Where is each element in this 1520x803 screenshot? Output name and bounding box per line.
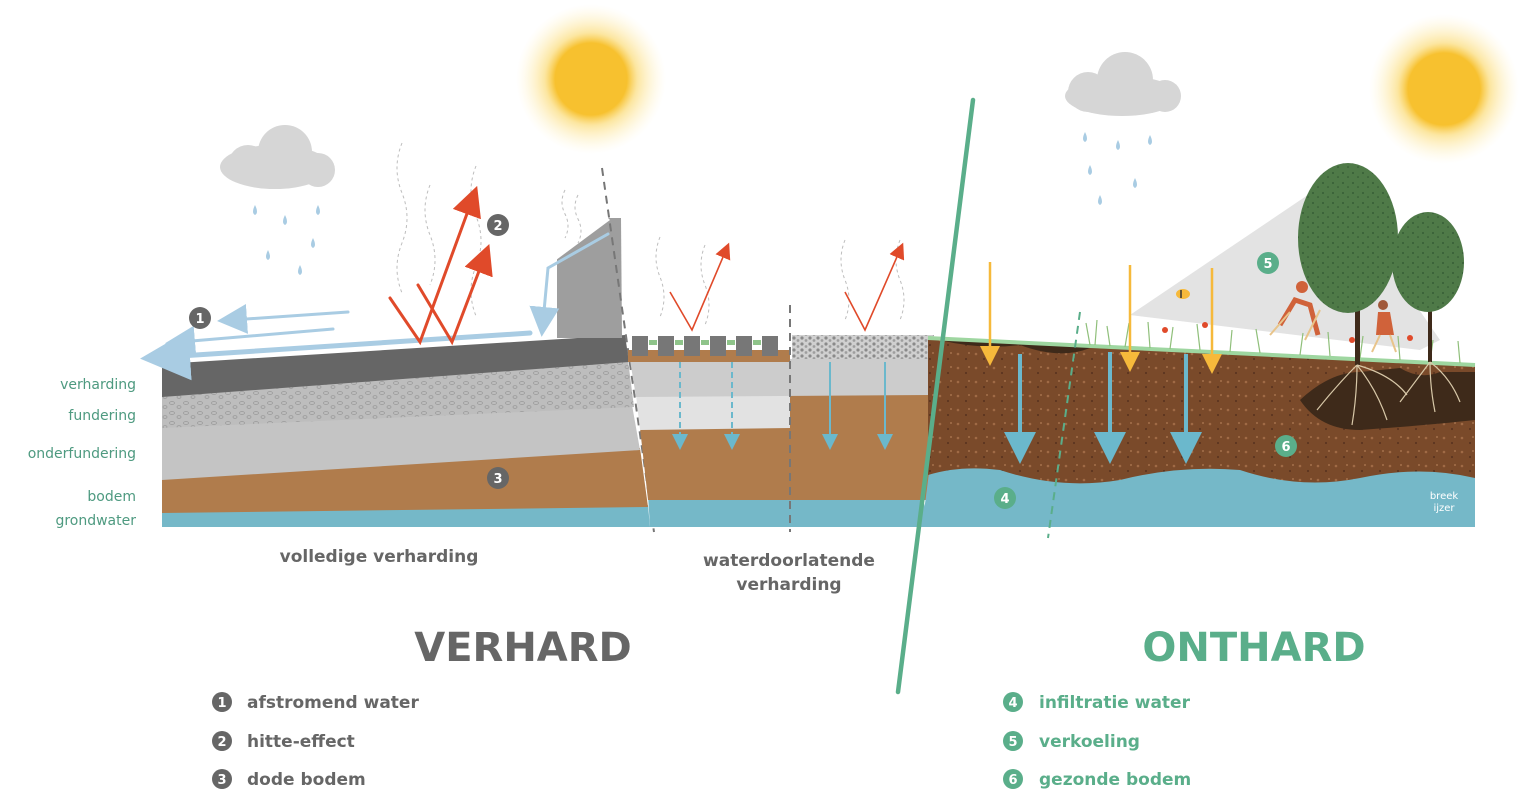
legend-item: 1 afstromend water [212,692,419,713]
layer-label-grondwater: grondwater [55,513,136,529]
rain-drops-right-icon [1083,132,1152,205]
sun-arrows-right [980,262,1222,374]
title-onthard: ONTHARD [1142,625,1365,671]
svg-text:afstromend water: afstromend water [247,693,419,713]
svg-text:3: 3 [217,773,226,788]
caption-permeable-line-2: verharding [736,575,841,595]
svg-text:5: 5 [1008,735,1017,750]
legend-item: 2 hitte-effect [212,731,355,752]
heat-waves-middle [655,236,905,326]
cloud-left-icon [220,125,335,189]
layer-label-verharding: verharding [60,377,136,393]
infiltration-arrows-right [1004,352,1202,464]
brand-line-2: ijzer [1433,503,1455,514]
caption-permeable-line-1: waterdoorlatende [703,551,875,571]
svg-text:infiltratie water: infiltratie water [1039,693,1191,713]
runoff-arrows [140,232,610,381]
person-reclining-icon [1269,281,1321,341]
house-icon [557,218,622,338]
legend-left: 1 afstromend water 2 hitte-effect 3 dode… [212,692,419,790]
infiltration-arrows-middle [672,362,893,450]
legend-item: 6 gezonde bodem [1003,769,1191,790]
svg-text:verkoeling: verkoeling [1039,732,1140,752]
svg-text:hitte-effect: hitte-effect [247,732,355,752]
svg-text:4: 4 [1008,696,1017,711]
bee-icon [1176,289,1190,299]
badge-1: 1 [189,307,211,329]
sun-right-icon [1369,14,1519,164]
verhard-onthard-divider [895,97,976,695]
badge-3: 3 [487,467,509,489]
svg-text:6: 6 [1281,440,1290,455]
badge-5: 5 [1257,252,1279,274]
title-verhard: VERHARD [414,625,632,671]
legend-item: 4 infiltratie water [1003,692,1191,713]
heat-arrows-middle [669,242,905,332]
svg-text:6: 6 [1008,773,1017,788]
svg-text:dode bodem: dode bodem [247,770,366,790]
layer-label-fundering: fundering [68,408,136,424]
legend-item: 5 verkoeling [1003,731,1140,752]
section-divider-right [1047,311,1081,539]
badge-4: 4 [994,487,1016,509]
badge-2: 2 [487,214,509,236]
tree-large-icon [1298,163,1398,313]
tree-small-icon [1392,212,1464,312]
legend-right: 4 infiltratie water 5 verkoeling 6 gezon… [1003,692,1191,790]
svg-text:5: 5 [1263,257,1272,272]
layer-label-onderfundering: onderfundering [28,446,136,462]
cloud-right-icon [1065,52,1181,116]
layer-label-bodem: bodem [87,489,136,505]
svg-text:2: 2 [493,219,502,234]
brand-line-1: breek [1430,491,1459,502]
permeable-pavement-section [628,335,934,527]
full-pavement-section [162,216,650,527]
svg-text:1: 1 [217,696,226,711]
svg-text:3: 3 [493,472,502,487]
rain-drops-left-icon [253,205,320,275]
svg-text:gezonde bodem: gezonde bodem [1039,770,1191,790]
child-icon [1371,300,1397,353]
healthy-soil-section [922,163,1476,527]
sun-left-icon [516,4,666,154]
caption-full-pavement: volledige verharding [280,547,479,567]
badge-6: 6 [1275,435,1297,457]
legend-item: 3 dode bodem [212,769,366,790]
svg-text:1: 1 [195,312,204,327]
heat-arrows-left [388,185,493,346]
svg-text:2: 2 [217,735,226,750]
svg-text:4: 4 [1000,492,1009,507]
